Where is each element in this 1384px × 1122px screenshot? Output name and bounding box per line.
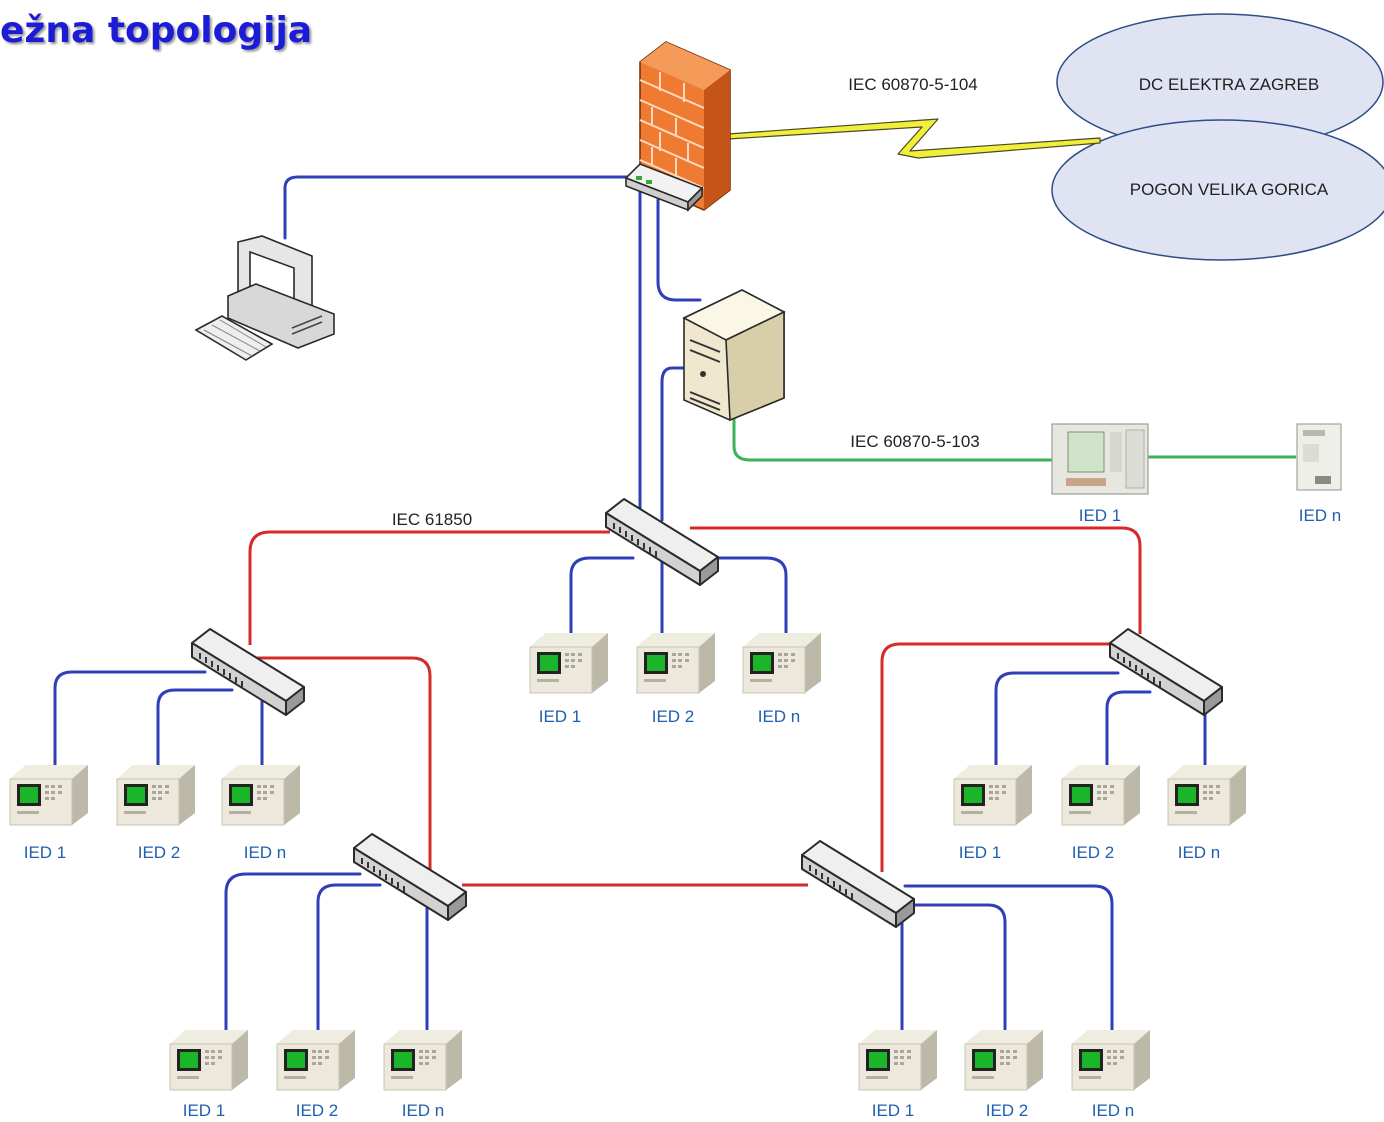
ring-links [248, 526, 1142, 887]
ied-relay-icon [1296, 423, 1342, 491]
ied-relay-icon [529, 632, 609, 694]
lightning-link-icon [727, 118, 1101, 159]
cloud-pogon-velika-gorica [1051, 119, 1384, 261]
ied-label: IED n [1177, 843, 1221, 862]
ied-relay-icon [9, 764, 89, 826]
ethernet-links [53, 175, 1207, 1032]
ied-label: IED 1 [1078, 506, 1122, 525]
ied-label: IED n [1091, 1101, 1135, 1120]
switch-icon [353, 833, 467, 921]
ied-relay-icon [953, 764, 1033, 826]
ied-label: IED 2 [651, 707, 695, 726]
firewall-icon [639, 41, 731, 211]
ied-relay-icon [221, 764, 301, 826]
ied-label: IED n [243, 843, 287, 862]
workstation-icon [194, 235, 335, 361]
ied-relay-icon [383, 1029, 463, 1091]
page-title: ežna topologija [0, 10, 313, 51]
ied-relay-icon [276, 1029, 356, 1091]
cloud-label-bottom: POGON VELIKA GORICA [1129, 180, 1329, 199]
ied-label: IED 2 [985, 1101, 1029, 1120]
server-icon [682, 289, 786, 422]
ied-label: IED 2 [137, 843, 181, 862]
ied-label: IED n [401, 1101, 445, 1120]
ied-label: IED 1 [958, 843, 1002, 862]
ied-relay-icon [964, 1029, 1044, 1091]
ied-relay-icon [636, 632, 716, 694]
ied-relay-icon [858, 1029, 938, 1091]
ied-relay-icon [1071, 1029, 1151, 1091]
ied-label: IED 1 [23, 843, 67, 862]
ied-label: IED 1 [538, 707, 582, 726]
protocol-label-iec61850: IEC 61850 [391, 510, 473, 529]
ied-label: IED 1 [182, 1101, 226, 1120]
ied-relay-icon [742, 632, 822, 694]
ied-label: IED 2 [295, 1101, 339, 1120]
ied-relay-icon [169, 1029, 249, 1091]
serial-links [732, 418, 1296, 462]
ied-label: IED 1 [871, 1101, 915, 1120]
protocol-label-iec104: IEC 60870-5-104 [848, 75, 978, 94]
router-icon [624, 163, 704, 212]
ied-label: IED 2 [1071, 843, 1115, 862]
protocol-label-iec103: IEC 60870-5-103 [850, 432, 980, 451]
switch-icon [801, 840, 915, 928]
cloud-label-top: DC ELEKTRA ZAGREB [1138, 75, 1320, 94]
ied-relay-icon [1051, 423, 1149, 495]
ied-label: IED n [1298, 506, 1342, 525]
switch-icon [1109, 628, 1223, 716]
ied-label: IED n [757, 707, 801, 726]
ied-relay-icon [116, 764, 196, 826]
ied-relay-icon [1167, 764, 1247, 826]
ied-relay-icon [1061, 764, 1141, 826]
switch-icon [191, 628, 305, 716]
